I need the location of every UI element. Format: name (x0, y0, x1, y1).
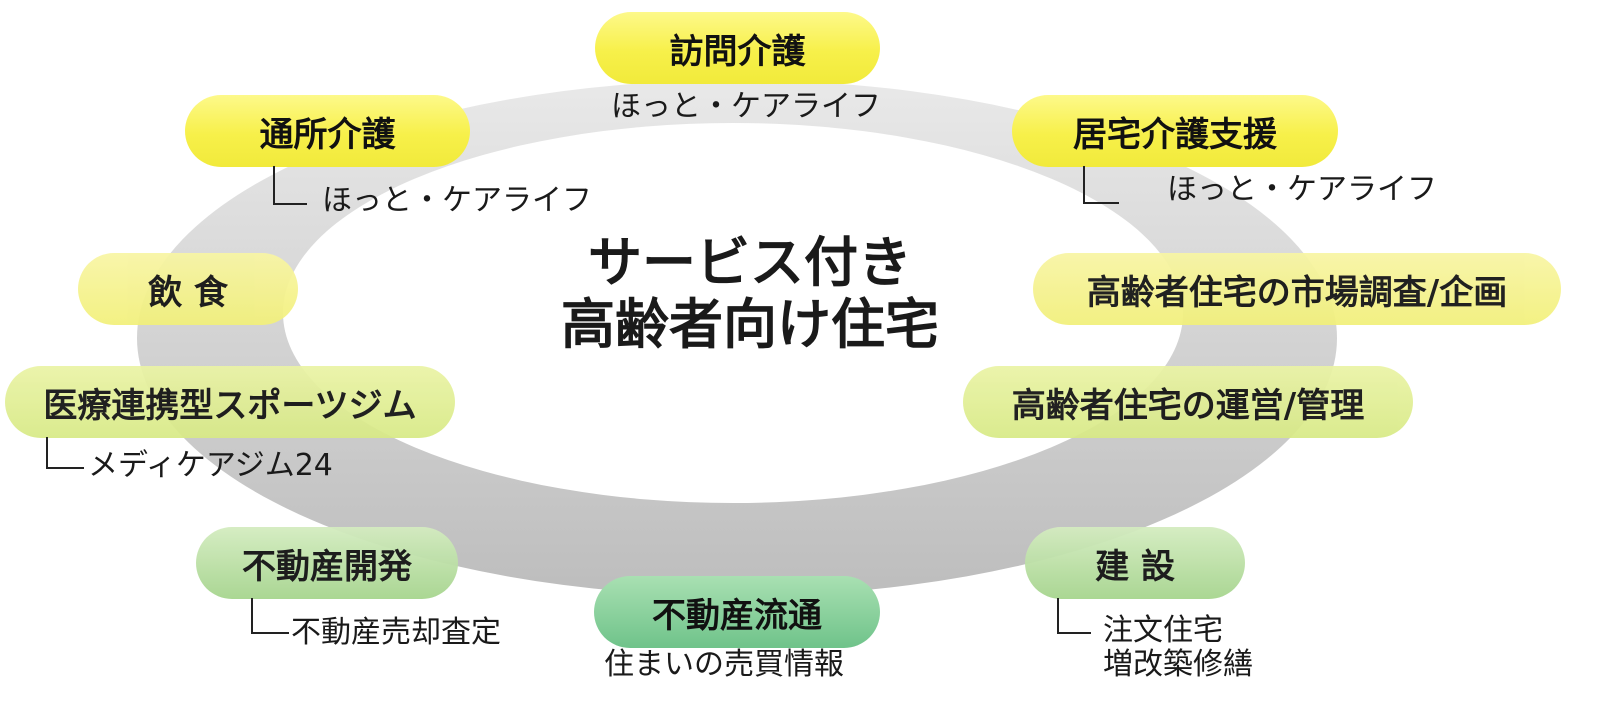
center-title: サービス付き 高齢者向け住宅 (500, 232, 1000, 356)
service-real-estate-distribution: 不動産流通 (594, 576, 880, 648)
service-inshoku: 飲 食 (78, 253, 298, 325)
service-tsusho-kaigo-provider: ほっと・ケアライフ (322, 183, 592, 218)
service-medical-sports-gym-provider: メディケアジム24 (88, 448, 333, 483)
service-medical-sports-gym: 医療連携型スポーツジム (5, 366, 455, 438)
service-real-estate-development-sub: 不動産売却査定 (291, 615, 501, 650)
service-tsusho-kaigo: 通所介護 (185, 95, 470, 167)
service-houmon-kaigo: 訪問介護 (595, 12, 880, 84)
service-market-research: 高齢者住宅の市場調査/企画 (1033, 253, 1561, 325)
service-kyotaku-kaigo-shien-provider: ほっと・ケアライフ (1167, 172, 1437, 207)
service-houmon-kaigo-provider: ほっと・ケアライフ (611, 89, 881, 124)
center-title-line1: サービス付き (588, 231, 912, 294)
service-real-estate-distribution-sub: 住まいの売買情報 (604, 647, 844, 682)
center-title-line2: 高齢者向け住宅 (561, 293, 939, 356)
connector-tsusho (273, 166, 307, 205)
service-construction-sub: 注文住宅 増改築修繕 (1103, 614, 1253, 682)
connector-kyotaku (1083, 166, 1119, 204)
service-operation-management: 高齢者住宅の運営/管理 (963, 366, 1413, 438)
service-construction: 建 設 (1025, 527, 1245, 599)
connector-gym (46, 437, 84, 469)
service-kyotaku-kaigo-shien: 居宅介護支援 (1012, 95, 1338, 167)
connector-kensetsu (1057, 598, 1091, 634)
connector-kaihatsu (251, 598, 289, 634)
service-real-estate-development: 不動産開発 (196, 527, 458, 599)
service-construction-sub-line2: 増改築修繕 (1103, 647, 1253, 682)
service-construction-sub-line1: 注文住宅 (1103, 613, 1223, 648)
